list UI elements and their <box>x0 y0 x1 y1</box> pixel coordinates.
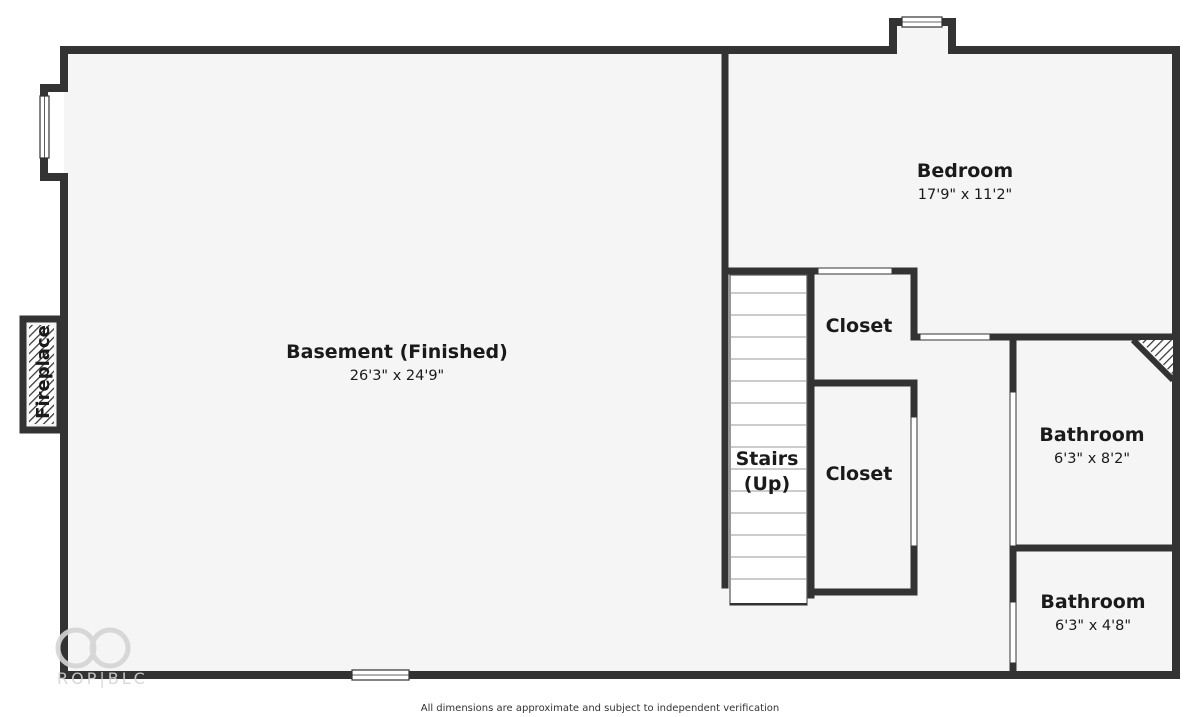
room-label-basement: Basement (Finished) <box>286 341 508 363</box>
room-dims-bathroom-lower: 6'3" x 4'8" <box>1055 618 1131 634</box>
door-openings <box>817 267 1017 664</box>
chase-hatch <box>1140 340 1173 375</box>
disclaimer-text: All dimensions are approximate and subje… <box>421 703 780 714</box>
fireplace-hearth <box>29 325 54 424</box>
exterior-wall <box>40 18 1180 679</box>
door-closet-top <box>817 267 893 275</box>
room-label-stairs-up: (Up) <box>744 473 790 495</box>
room-label-stairs: Stairs <box>736 448 799 470</box>
door-closet-side <box>910 416 918 547</box>
room-label-bedroom: Bedroom <box>917 160 1013 182</box>
room-label-bathroom-lower: Bathroom <box>1040 591 1145 613</box>
stairs <box>729 274 808 606</box>
watermark-logo: ROP|BLC <box>55 627 148 688</box>
room-label-closet-upper: Closet <box>826 315 893 337</box>
windows <box>39 16 943 681</box>
door-hall-bedroom <box>919 333 991 341</box>
interior-walls <box>721 46 1180 679</box>
room-dims-bedroom: 17'9" x 11'2" <box>918 187 1012 203</box>
floor-area <box>64 22 1176 675</box>
door-bath-upper <box>1009 391 1017 547</box>
door-bath-lower <box>1009 601 1017 664</box>
fireplace: Fireplace <box>19 315 64 434</box>
room-dims-basement: 26'3" x 24'9" <box>350 368 444 384</box>
fireplace-label: Fireplace <box>33 325 54 419</box>
room-label-closet-lower: Closet <box>826 463 893 485</box>
watermark-text: ROP|BLC <box>57 669 148 688</box>
room-label-bathroom-upper: Bathroom <box>1039 424 1144 446</box>
room-dims-bathroom-upper: 6'3" x 8'2" <box>1054 451 1130 467</box>
